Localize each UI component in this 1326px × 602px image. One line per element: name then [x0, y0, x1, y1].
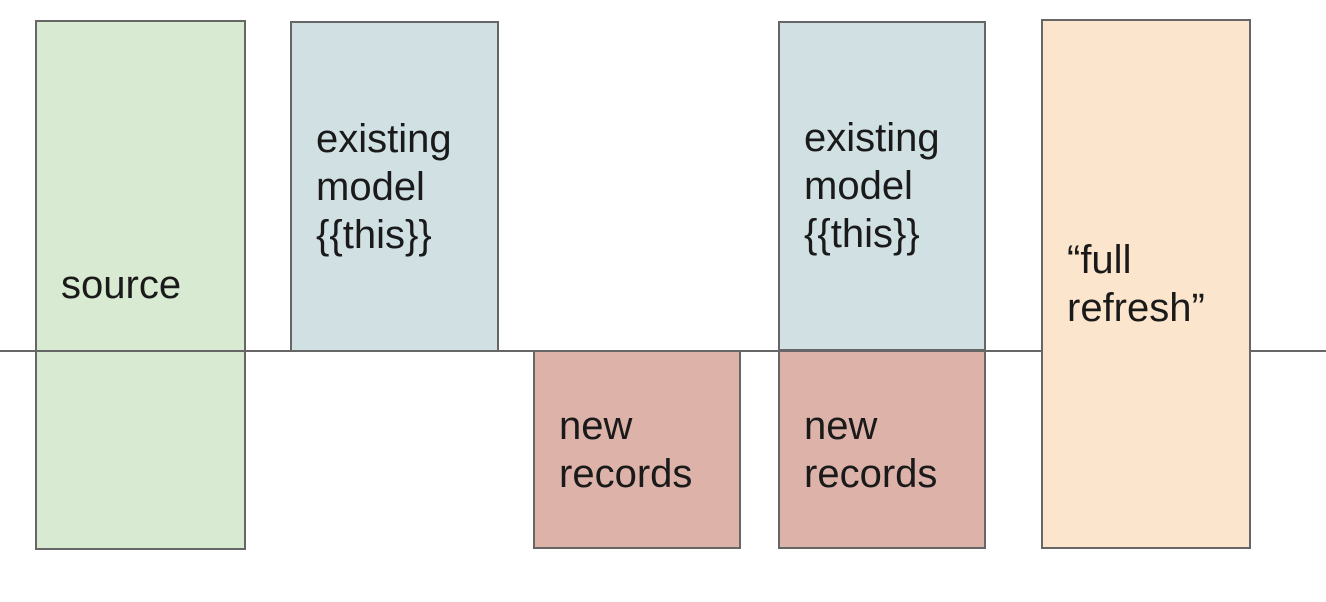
box-new-records-2-label: new records: [804, 403, 938, 496]
box-existing-model-1-label: existing model {{this}}: [316, 116, 452, 257]
box-source: source: [35, 20, 246, 550]
box-full-refresh: “full refresh”: [1041, 19, 1251, 549]
box-source-label: source: [61, 263, 182, 307]
box-new-records-2: new records: [778, 350, 986, 549]
box-full-refresh-label: “full refresh”: [1067, 238, 1205, 330]
box-existing-model-2: existing model {{this}}: [778, 21, 986, 351]
box-existing-model-1: existing model {{this}}: [290, 21, 499, 352]
box-existing-model-2-label: existing model {{this}}: [804, 116, 940, 256]
box-new-records-1: new records: [533, 350, 741, 549]
box-new-records-1-label: new records: [559, 403, 693, 496]
